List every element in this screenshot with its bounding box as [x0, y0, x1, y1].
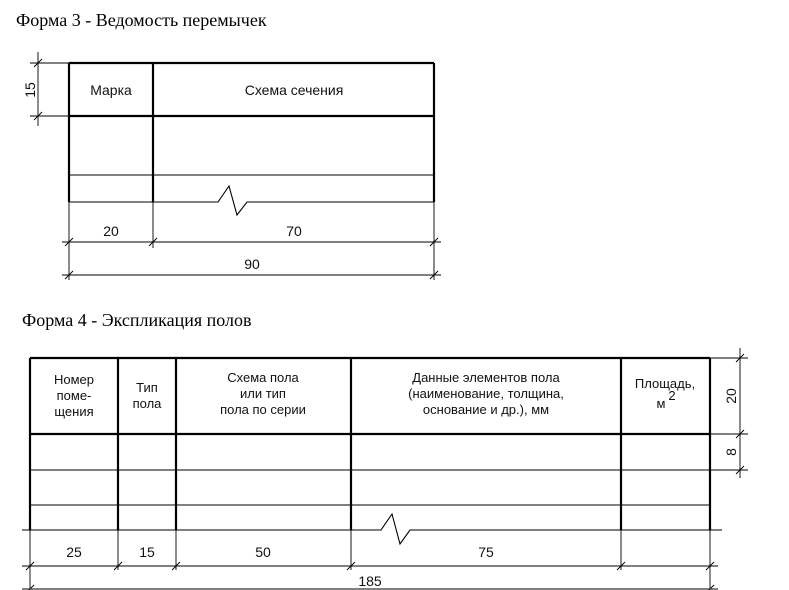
- form4-dim-col-scheme: 50: [255, 544, 271, 560]
- form3-dim-row-height: [30, 52, 69, 126]
- form4-header-elements: Данные элементов пола (наименование, тол…: [408, 370, 564, 417]
- form3-dim-col-scheme: 70: [286, 223, 302, 239]
- form4-dim-columns: [22, 530, 718, 588]
- svg-text:(наименование, толщина,: (наименование, толщина,: [408, 386, 564, 401]
- svg-text:Площадь,: Площадь,: [635, 376, 695, 391]
- svg-text:Тип: Тип: [136, 380, 158, 395]
- svg-text:м: м: [657, 396, 666, 411]
- form4-header-area-superscript: 2: [668, 388, 675, 403]
- svg-text:пола: пола: [133, 396, 163, 411]
- form3-dim-total: [62, 270, 441, 280]
- form3-dim-total-label: 90: [244, 256, 260, 272]
- svg-text:основание и др.), мм: основание и др.), мм: [423, 402, 549, 417]
- form4-title: Форма 4 - Экспликация полов: [22, 310, 252, 330]
- svg-text:Номер: Номер: [54, 372, 94, 387]
- svg-text:поме-: поме-: [57, 388, 92, 403]
- form4-dim-row-height: 8: [723, 448, 739, 456]
- form4-dim-col-room: 25: [66, 544, 82, 560]
- form4-header-room: Номер поме- щения: [54, 372, 94, 419]
- form3-dim-col-mark: 20: [103, 223, 119, 239]
- form4-header-scheme: Схема пола или тип пола по серии: [220, 370, 306, 417]
- form3-dim-row-height-label: 15: [22, 82, 38, 98]
- form3-header-scheme: Схема сечения: [245, 82, 344, 98]
- form4-dim-header-height: 20: [723, 388, 739, 404]
- svg-text:щения: щения: [54, 404, 93, 419]
- form4-dim-total: [22, 584, 718, 590]
- form3-title: Форма 3 - Ведомость перемычек: [16, 10, 267, 30]
- svg-text:или тип: или тип: [240, 386, 286, 401]
- svg-text:Данные элементов пола: Данные элементов пола: [412, 370, 560, 385]
- svg-text:пола по серии: пола по серии: [220, 402, 306, 417]
- form3-dim-columns: [62, 202, 441, 280]
- form4-header-type: Тип пола: [133, 380, 163, 411]
- form4-table: [22, 356, 722, 546]
- form4-dim-col-type: 15: [139, 544, 155, 560]
- svg-text:Схема пола: Схема пола: [227, 370, 299, 385]
- form3-header-mark: Марка: [90, 82, 132, 98]
- form4-dim-rows: [710, 348, 748, 478]
- form3-table: [67, 61, 436, 217]
- form4-dim-col-elements: 75: [478, 544, 494, 560]
- form4-dim-total-label: 185: [358, 573, 382, 589]
- form4-header-area: Площадь, м 2: [635, 376, 695, 411]
